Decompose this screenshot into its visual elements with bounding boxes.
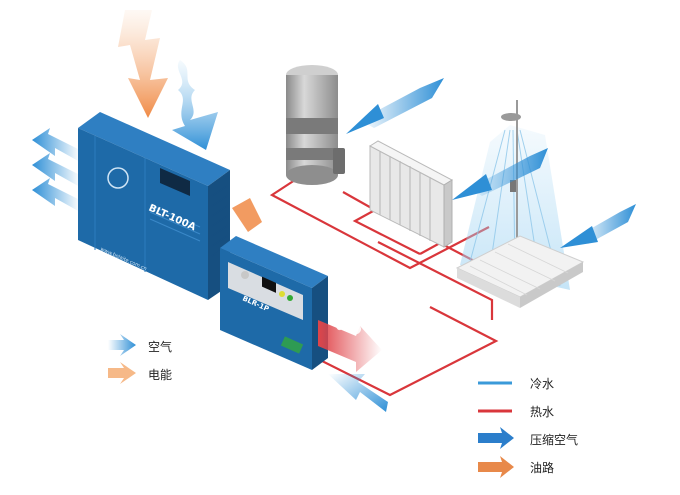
cold-water-arrow-radiator	[452, 148, 548, 200]
air-intake-arrow	[172, 60, 218, 150]
legend-oil-path-label: 油路	[530, 461, 555, 475]
radiator	[368, 140, 454, 248]
legend-compressed-air-icon	[478, 427, 514, 449]
power-input-arrow	[118, 10, 168, 118]
hot-water-out-arrow	[318, 318, 382, 372]
legend-air-icon	[108, 334, 136, 356]
legend-oil-path-icon	[478, 456, 514, 478]
legend-cold-water-label: 冷水	[530, 377, 555, 391]
legend-power-label: 电能	[148, 368, 173, 382]
legend-compressed-air-label: 压缩空气	[530, 433, 579, 447]
legend-hot-water-label: 热水	[530, 405, 555, 419]
cold-water-in-arrow	[328, 374, 388, 412]
air-compressor: BLT-100A www.bolaite.com.cn	[78, 112, 230, 300]
water-tank	[286, 65, 345, 185]
legend-power-icon	[108, 362, 136, 384]
exhaust-arrows	[32, 128, 80, 212]
legend-air-label: 空气	[148, 340, 173, 354]
heat-recovery-unit: BLR-1P	[220, 236, 328, 370]
shower	[455, 100, 585, 308]
cold-water-arrow-tank	[346, 78, 444, 134]
cold-water-arrow-shower	[560, 204, 636, 248]
